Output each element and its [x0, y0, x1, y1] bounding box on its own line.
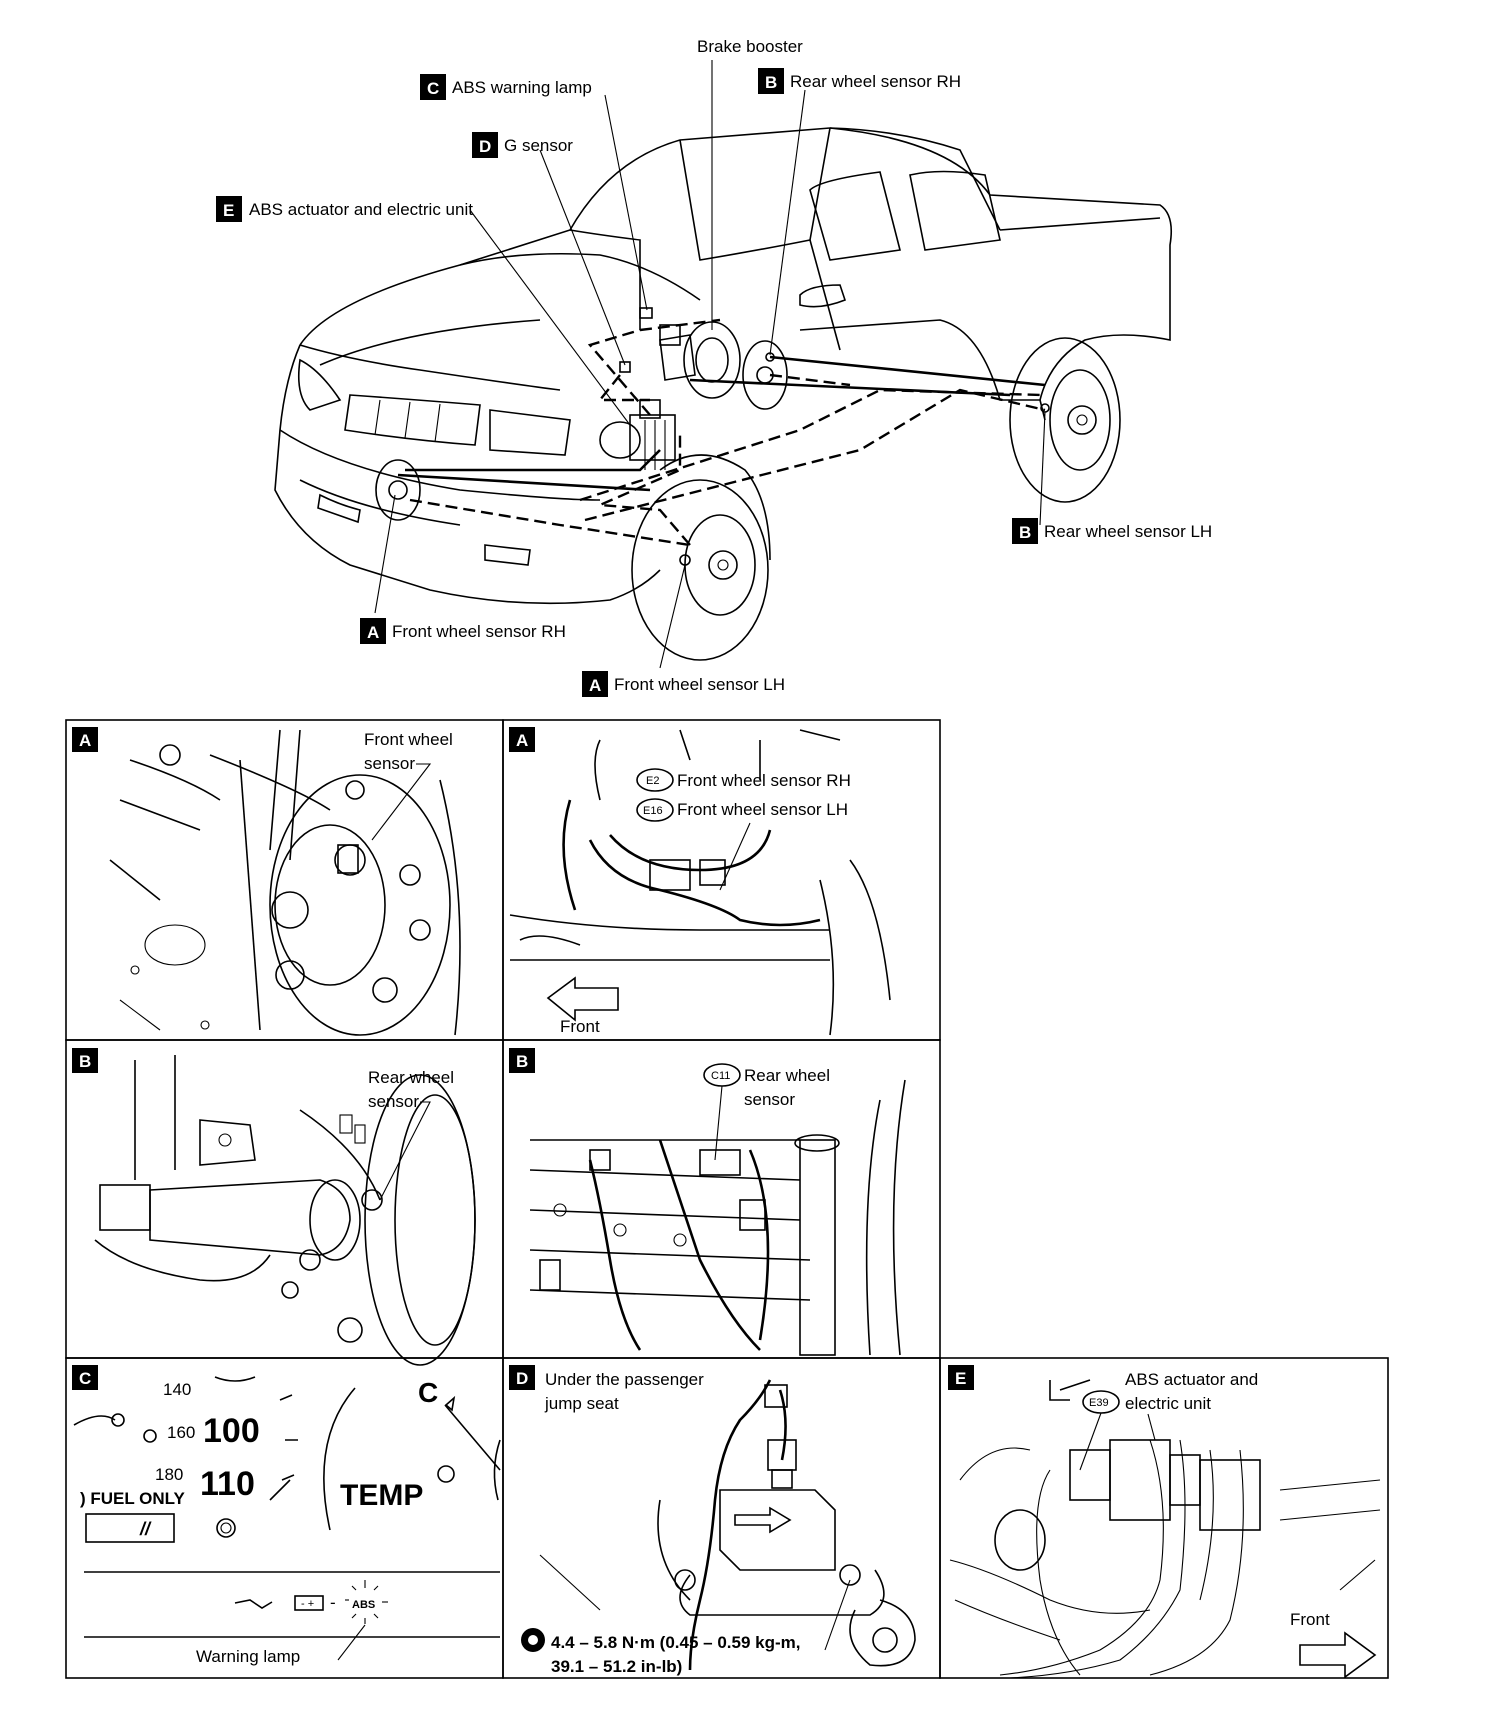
detail-panel-grid — [65, 719, 1389, 1679]
abs-warning-lamp-label: ABS warning lamp — [452, 78, 592, 97]
badge — [472, 132, 498, 158]
rear-sensor-lh-label: Rear wheel sensor LH — [1044, 522, 1212, 541]
badge-letter: A — [367, 623, 379, 642]
svg-text:- +: - + — [301, 1598, 314, 1610]
panel-a1-front-wheel-sensor: A Front wheel sensor — [72, 727, 461, 1036]
badge — [72, 1048, 98, 1073]
panel-b1-rear-wheel-sensor: B Rear wheel sensor — [72, 1048, 476, 1366]
callout-rear-sensor-lh: B Rear wheel sensor LH — [1012, 518, 1212, 544]
badge-letter: A — [516, 731, 528, 750]
g-sensor-label: G sensor — [504, 136, 573, 155]
connector-code: E39 — [1089, 1397, 1109, 1409]
badge-letter: D — [479, 137, 491, 156]
warning-lamp-label: Warning lamp — [196, 1647, 300, 1666]
direction-arrow-icon — [734, 1506, 792, 1534]
panel-a2-front-connectors: A E2 Front wheel sensor RH E16 Front whe… — [509, 727, 891, 1036]
badge — [360, 618, 386, 644]
panel-label: sensor — [368, 1092, 419, 1111]
panel-c-abs-warning-lamp: C 140 160 180 100 110 ) FUEL ONLY TEMP C… — [72, 1365, 501, 1666]
badge-letter: B — [1019, 523, 1031, 542]
connector-e16-badge — [636, 798, 674, 822]
badge — [948, 1365, 974, 1390]
torque-spec: 4.4 – 5.8 N·m (0.45 – 0.59 kg-m, — [551, 1633, 800, 1652]
badge — [216, 196, 242, 222]
fuel-only-label: ) FUEL ONLY — [80, 1489, 186, 1508]
badge-letter: C — [427, 79, 439, 98]
front-arrow-icon — [546, 976, 619, 1022]
front-arrow-icon — [1299, 1631, 1377, 1679]
connector-label: Front wheel sensor LH — [677, 800, 848, 819]
abs-actuator-label: ABS actuator and electric unit — [249, 200, 473, 219]
callout-brake-booster: Brake booster — [697, 37, 803, 56]
connector-e2-badge — [636, 768, 674, 792]
panel-label: electric unit — [1125, 1394, 1211, 1413]
front-direction-label: Front — [560, 1017, 600, 1036]
oil-pressure-icon — [234, 1599, 273, 1609]
badge-letter: E — [955, 1369, 966, 1388]
badge — [420, 74, 446, 100]
speedometer-110: 110 — [200, 1465, 255, 1503]
callout-front-sensor-lh: A Front wheel sensor LH — [582, 671, 785, 697]
badge — [509, 1048, 535, 1073]
badge — [758, 68, 784, 94]
badge-letter: E — [223, 201, 234, 220]
badge-letter: C — [79, 1369, 91, 1388]
panel-label: sensor — [744, 1090, 795, 1109]
rear-sensor-rh-label: Rear wheel sensor RH — [790, 72, 961, 91]
temp-gauge-label: TEMP — [340, 1479, 423, 1512]
panel-label: sensor — [364, 754, 415, 773]
panel-label: Front wheel — [364, 730, 453, 749]
badge — [582, 671, 608, 697]
abs-lamp-rays — [345, 1580, 388, 1624]
svg-text:-: - — [330, 1593, 336, 1612]
callout-rear-sensor-rh: B Rear wheel sensor RH — [758, 68, 961, 94]
g-sensor-body — [719, 1489, 836, 1571]
badge — [72, 1365, 98, 1390]
badge-letter: A — [589, 676, 601, 695]
connector-code: E16 — [643, 805, 663, 817]
abs-lamp-icon: ABS — [352, 1599, 375, 1611]
connector-code: E2 — [646, 775, 659, 787]
front-sensor-rh-label: Front wheel sensor RH — [392, 622, 566, 641]
location-note: Under the passenger — [545, 1370, 704, 1389]
brake-booster-label: Brake booster — [697, 37, 803, 56]
badge-letter: B — [516, 1052, 528, 1071]
front-sensor-lh-label: Front wheel sensor LH — [614, 675, 785, 694]
gauge-label: 160 — [167, 1423, 195, 1442]
speedometer-100: 100 — [203, 1412, 260, 1450]
temp-cold-mark: C — [418, 1377, 438, 1408]
panel-e-abs-actuator: E ABS actuator and E39 electric unit Fro… — [948, 1365, 1381, 1679]
callout-g-sensor: D G sensor — [472, 132, 573, 158]
truck-illustration — [274, 127, 1173, 661]
panel-label: Rear wheel — [744, 1066, 830, 1085]
panel-d-g-sensor: D Under the passenger jump seat 4.4 – 5.… — [509, 1365, 916, 1676]
badge-letter: B — [79, 1052, 91, 1071]
connector-code: C11 — [711, 1070, 730, 1082]
svg-text://: // — [139, 1519, 152, 1539]
battery-icon — [294, 1595, 324, 1611]
callout-abs-actuator: E ABS actuator and electric unit — [216, 196, 473, 222]
gauge-label: 140 — [163, 1380, 191, 1399]
badge-letter: B — [765, 73, 777, 92]
badge-letter: A — [79, 731, 91, 750]
badge — [509, 727, 535, 752]
callout-abs-warning-lamp: C ABS warning lamp — [420, 74, 592, 100]
gauge-label: 180 — [155, 1465, 183, 1484]
badge — [72, 727, 98, 752]
panel-label: ABS actuator and — [1125, 1370, 1258, 1389]
connector-label: Front wheel sensor RH — [677, 771, 851, 790]
badge-letter: D — [516, 1369, 528, 1388]
torque-spec: 39.1 – 51.2 in-lb) — [551, 1657, 682, 1676]
leader-lines — [374, 60, 1046, 669]
callout-front-sensor-rh: A Front wheel sensor RH — [360, 618, 566, 644]
badge — [509, 1365, 535, 1390]
front-direction-label: Front — [1290, 1610, 1330, 1629]
location-note: jump seat — [544, 1394, 619, 1413]
panel-b2-rear-connector: B C11 Rear wheel sensor — [509, 1048, 906, 1356]
badge — [1012, 518, 1038, 544]
gauge-top-mark — [214, 1376, 256, 1382]
